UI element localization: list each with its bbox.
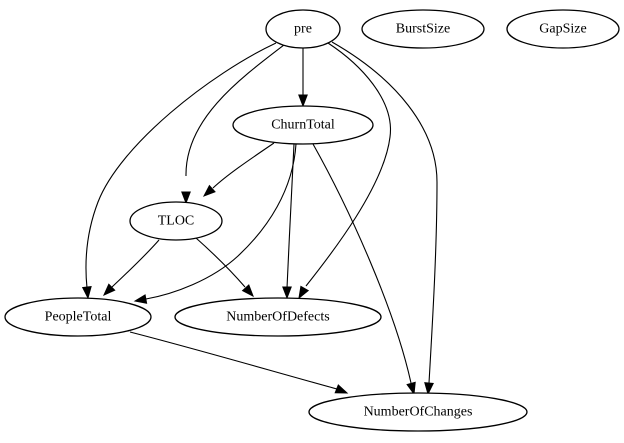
arrowhead-icon [181,191,191,205]
arrowhead-icon [334,384,349,394]
node-pre: pre [265,9,341,49]
edge-churntotal-to-numberofchanges [312,143,416,396]
edge-line [331,41,438,384]
arrowhead-icon [133,294,148,304]
nodes-layer: pre BurstSize GapSize ChurnTotal TLOC Pe… [4,9,620,432]
arrowhead-icon [406,381,416,396]
edge-line [212,142,275,189]
edge-line [312,143,412,384]
arrowhead-icon [298,94,308,108]
arrowhead-icon [202,184,216,197]
edge-pre-to-peopletotal [81,42,277,300]
edge-churntotal-to-peopletotal [133,143,297,304]
node-burstsize: BurstSize [361,9,485,49]
edge-line [129,331,338,390]
node-numberofdefects: NumberOfDefects [174,297,382,337]
edge-line [145,143,297,300]
node-numberofdefects-label: NumberOfDefects [226,310,329,325]
node-burstsize-ellipse [361,9,485,49]
node-pre-ellipse [265,9,341,49]
edge-line [185,44,285,177]
arrowhead-icon [81,286,92,300]
node-gapsize: GapSize [506,9,620,49]
edge-pre-to-tloc [181,44,285,205]
arrowhead-icon [282,286,292,300]
node-churntotal-ellipse [232,105,374,145]
edge-pre-to-numberofdefects [298,42,391,300]
node-churntotal-label: ChurnTotal [271,118,335,133]
node-peopletotal-label: PeopleTotal [45,310,112,325]
arrowhead-icon [424,382,434,396]
edge-line [85,42,277,289]
node-churntotal: ChurnTotal [232,105,374,145]
node-numberofchanges: NumberOfChanges [308,392,528,432]
node-gapsize-ellipse [506,9,620,49]
node-numberofdefects-ellipse [174,297,382,337]
edge-line [111,239,160,288]
edge-pre-to-numberofchanges [331,41,438,396]
edge-pre-to-churntotal [298,48,308,108]
edge-line [305,42,391,287]
node-tloc-ellipse [129,201,223,241]
edge-line [195,237,246,288]
edge-peopletotal-to-numberofchanges [129,331,349,394]
node-tloc-label: TLOC [158,214,195,229]
node-peopletotal: PeopleTotal [4,297,152,337]
node-peopletotal-ellipse [4,297,152,337]
edge-tloc-to-peopletotal [103,239,160,296]
node-tloc: TLOC [129,201,223,241]
edge-churntotal-to-numberofdefects [282,143,295,300]
node-numberofchanges-ellipse [308,392,528,432]
edge-churntotal-to-tloc [202,142,275,197]
edge-line [286,143,295,289]
arrowhead-icon [241,284,254,298]
arrowhead-icon [103,283,116,296]
arrowhead-icon [298,285,310,300]
node-pre-label: pre [294,22,312,37]
node-burstsize-label: BurstSize [396,22,450,37]
edge-tloc-to-numberofdefects [195,237,254,298]
node-numberofchanges-label: NumberOfChanges [364,405,473,420]
edges-layer [81,41,438,396]
node-gapsize-label: GapSize [539,22,586,37]
